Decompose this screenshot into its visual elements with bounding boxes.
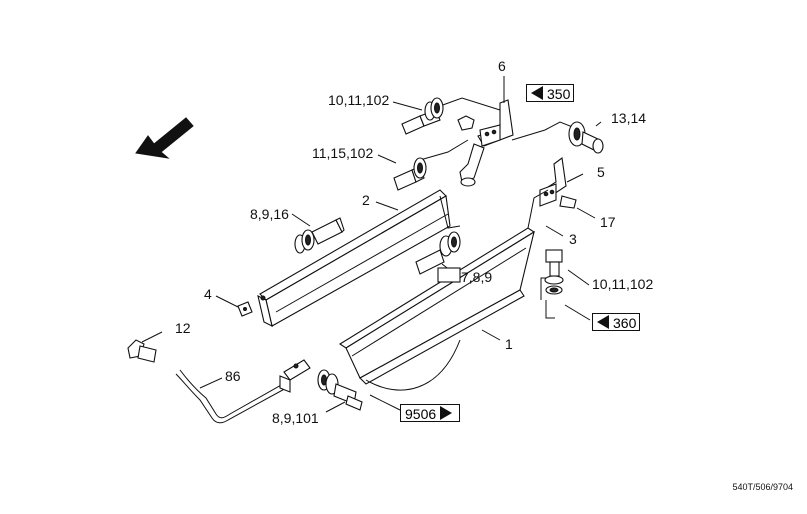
callout-1: 1	[505, 336, 513, 352]
callout-4: 4	[204, 286, 212, 302]
triangle-right-icon	[440, 406, 453, 420]
bolt-12	[127, 339, 157, 363]
bolt-assembly-vertical	[544, 249, 564, 295]
callout-3: 3	[569, 231, 577, 247]
callout-11-15-102: 11,15,102	[312, 145, 374, 161]
bolt-assembly-center	[415, 231, 461, 275]
callout-6: 6	[498, 58, 506, 74]
rod-86	[175, 369, 291, 424]
bracket-5	[539, 157, 577, 209]
reference-350[interactable]: 350	[526, 84, 574, 102]
channel-3	[338, 189, 549, 391]
triangle-left-icon	[531, 86, 543, 100]
channel-2	[257, 189, 461, 328]
reference-9506[interactable]: 9506	[400, 404, 460, 422]
callout-10-11-102-right: 10,11,102	[592, 276, 654, 292]
mount-bracket	[279, 359, 311, 393]
bolt-assembly-right	[568, 121, 604, 154]
bolt-assembly-top	[401, 97, 444, 135]
reference-360-label: 360	[613, 314, 637, 331]
drawing-code: 540T/506/9704	[732, 482, 793, 492]
callout-7-8-9: 7,8,9	[461, 269, 493, 285]
bolt-assembly-left	[294, 217, 345, 254]
callout-13-14: 13,14	[611, 110, 647, 126]
callout-17: 17	[600, 214, 616, 230]
callout-5: 5	[597, 164, 605, 180]
callout-10-11-102-top: 10,11,102	[328, 92, 390, 108]
plate-4	[237, 301, 253, 317]
hinge-link	[459, 143, 485, 187]
reference-360[interactable]: 360	[592, 313, 640, 331]
bolt-assembly-bottom	[317, 369, 363, 411]
triangle-left-icon	[597, 315, 609, 329]
direction-arrow-icon	[135, 117, 194, 159]
clip-part	[457, 115, 475, 131]
bolt-assembly-mid	[393, 157, 427, 191]
callout-8-9-16: 8,9,16	[250, 206, 289, 222]
callout-2: 2	[362, 192, 370, 208]
callout-12: 12	[175, 320, 191, 336]
bracket-6	[477, 76, 514, 147]
callout-8-9-101: 8,9,101	[272, 410, 319, 426]
reference-9506-label: 9506	[405, 405, 437, 422]
reference-350-label: 350	[547, 85, 571, 102]
callout-86: 86	[225, 368, 241, 384]
